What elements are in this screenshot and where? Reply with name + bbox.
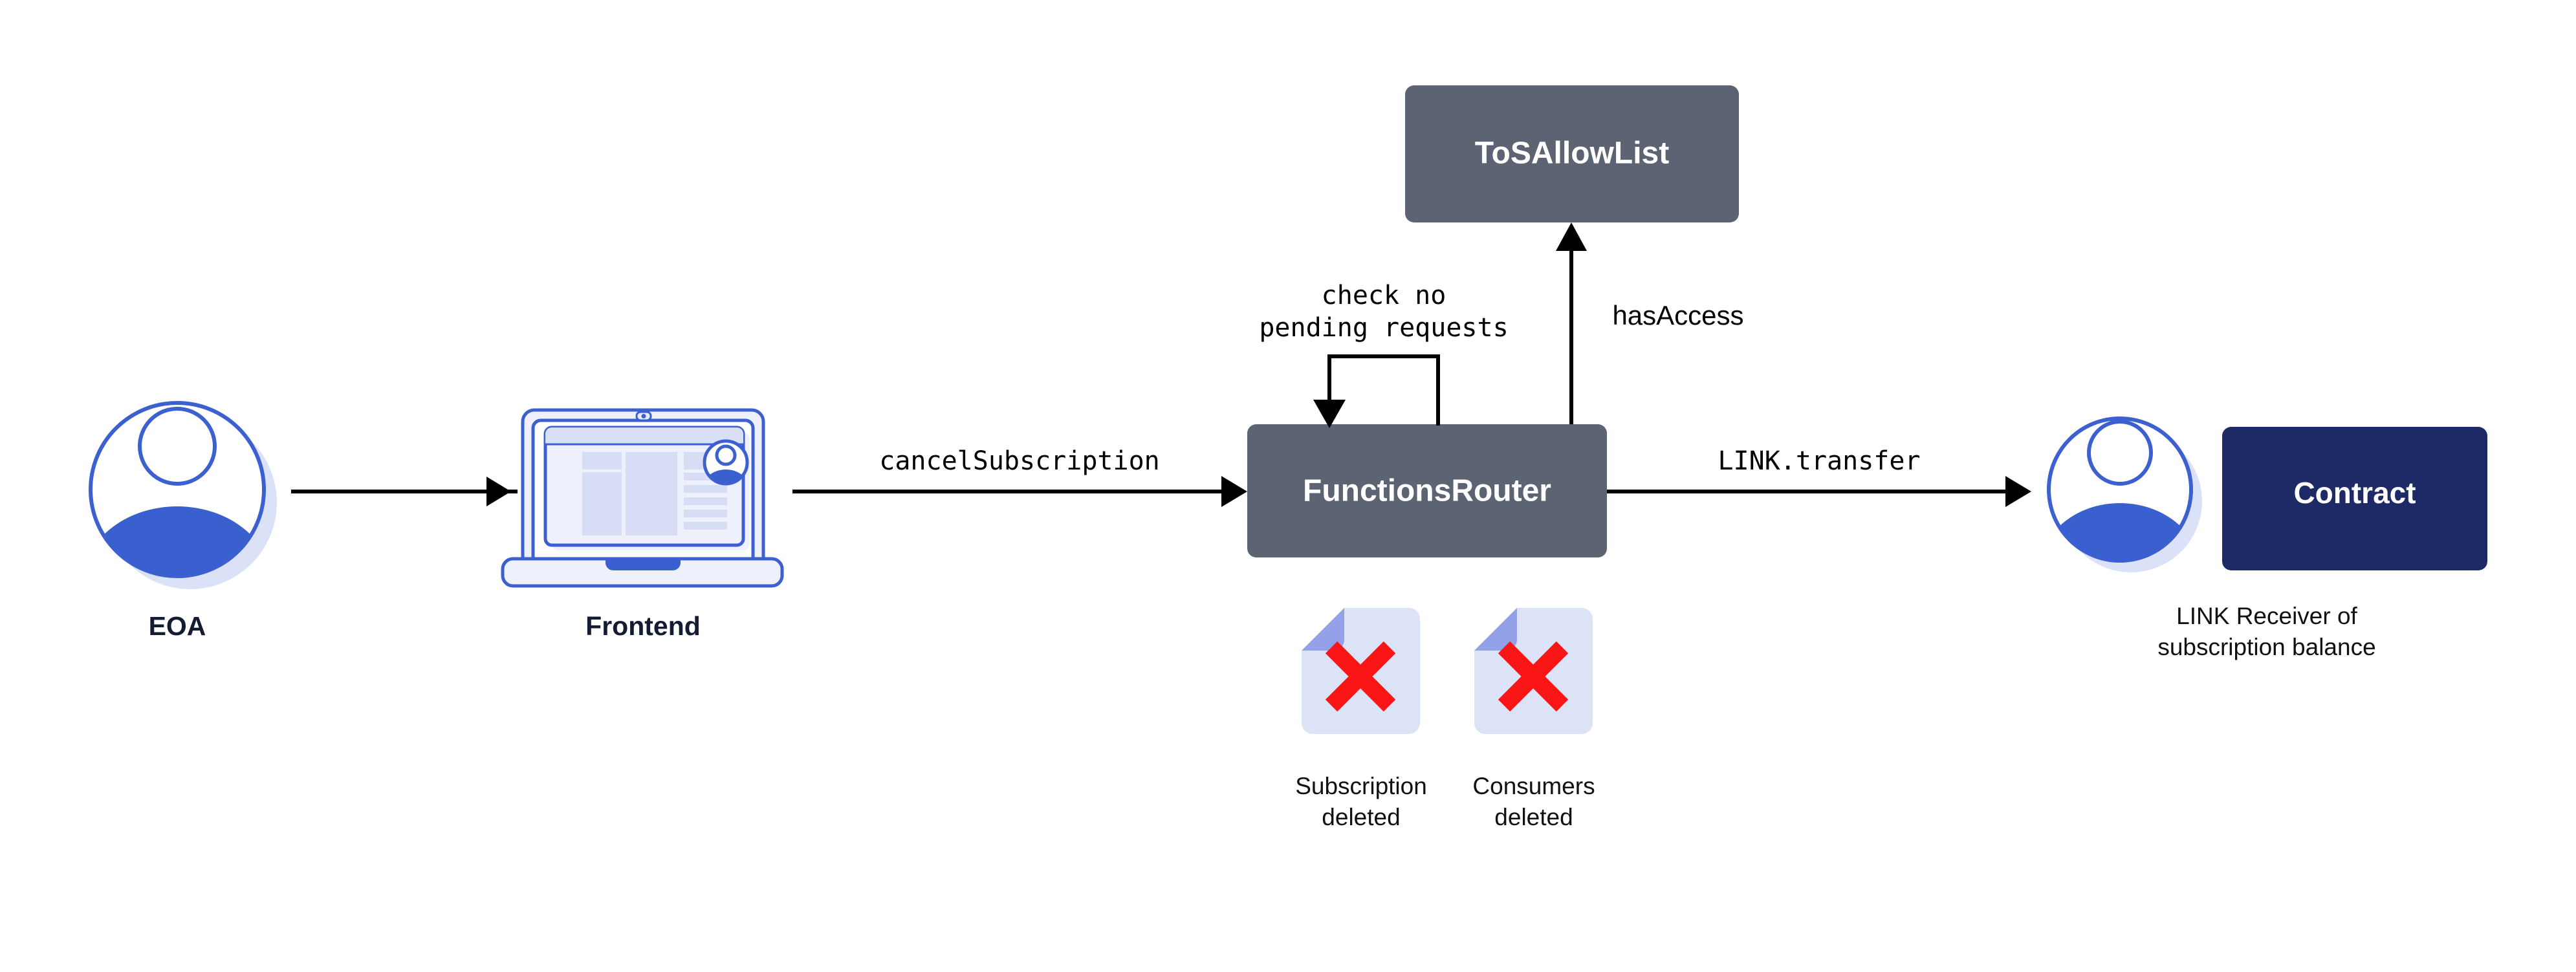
browser-block-main <box>626 452 677 535</box>
edge-label-cancel-subscription: cancelSubscription <box>879 446 1159 476</box>
arrow-head-icon <box>1556 222 1587 251</box>
browser-avatar-head <box>715 444 737 466</box>
browser-titlebar <box>545 427 743 444</box>
arrow-head-icon <box>1313 400 1346 428</box>
arrow-eoa-to-frontend-visible <box>291 477 511 506</box>
tos-allowlist-box[interactable] <box>1405 85 1739 222</box>
edge-line-self-loop <box>1327 354 1440 426</box>
consumers-deleted-caption-line2: deleted <box>1494 804 1573 830</box>
functions-router-label: FunctionsRouter <box>1303 474 1551 508</box>
consumers-deleted-caption-line1: Consumers <box>1472 773 1595 799</box>
receiver-caption-line2: subscription balance <box>2157 634 2375 660</box>
avatar-figure <box>2049 420 2191 561</box>
avatar-head <box>2087 420 2153 486</box>
laptop-base <box>501 557 784 588</box>
tos-allowlist-node[interactable]: ToSAllowList <box>1405 85 1739 222</box>
edge-label-has-access: hasAccess <box>1612 300 1743 330</box>
contract-node[interactable]: Contract <box>2222 427 2487 570</box>
arrow-head-icon <box>486 477 511 506</box>
avatar-figure <box>91 407 264 576</box>
browser-block-sidebar-body <box>582 472 622 535</box>
receiver-caption-line1: LINK Receiver of <box>2176 603 2357 629</box>
edge-label-link-transfer: LINK.transfer <box>1718 446 1920 476</box>
consumers-deleted-artifact[interactable]: Consumers deleted <box>1472 608 1595 830</box>
receiver-node[interactable]: LINK Receiver of subscription balance <box>2041 416 2376 660</box>
functions-router-box[interactable] <box>1247 424 1607 557</box>
laptop-camera-lens-icon <box>641 414 646 418</box>
browser-avatar-figure <box>704 444 747 484</box>
frontend-node[interactable]: Frontend <box>501 408 784 641</box>
subscription-deleted-caption-line1: Subscription <box>1295 773 1427 799</box>
browser-avatar-body <box>704 470 747 484</box>
tos-allowlist-label: ToSAllowList <box>1475 136 1669 171</box>
arrow-router-self-loop: check no pending requests <box>1259 281 1509 428</box>
browser-line-5 <box>684 522 727 530</box>
avatar-body <box>91 506 264 576</box>
avatar-body <box>2049 503 2191 561</box>
subscription-deleted-caption-line2: deleted <box>1322 804 1400 830</box>
red-x-icon <box>1498 641 1569 712</box>
arrow-head-icon <box>2005 476 2031 507</box>
arrow-router-to-allowlist: hasAccess <box>1556 222 1744 424</box>
eoa-node[interactable]: EOA <box>82 401 277 664</box>
edge-label-check-no-pending-line2: pending requests <box>1259 313 1508 343</box>
arrow-head-icon <box>1221 476 1247 507</box>
browser-line-4 <box>684 510 727 517</box>
frontend-label: Frontend <box>585 611 701 641</box>
arrow-router-to-receiver: LINK.transfer <box>1607 446 2031 507</box>
arrow-frontend-to-router: cancelSubscription <box>792 446 1247 507</box>
browser-block-sidebar-top <box>582 452 622 470</box>
file-fold-corner-icon <box>1302 608 1344 651</box>
edge-label-check-no-pending-line1: check no <box>1322 281 1446 310</box>
avatar-head <box>138 407 217 486</box>
contract-label: Contract <box>2293 476 2416 510</box>
subscription-deleted-artifact[interactable]: Subscription deleted <box>1295 608 1427 830</box>
browser-line-2 <box>684 485 727 493</box>
eoa-label: EOA <box>149 611 206 641</box>
file-fold-corner-icon <box>1474 608 1517 651</box>
functions-router-node[interactable]: FunctionsRouter <box>1247 424 1607 557</box>
browser-line-3 <box>684 497 727 505</box>
red-x-icon <box>1325 641 1396 712</box>
contract-box[interactable] <box>2222 427 2487 570</box>
laptop-trackpad-notch <box>606 559 681 570</box>
